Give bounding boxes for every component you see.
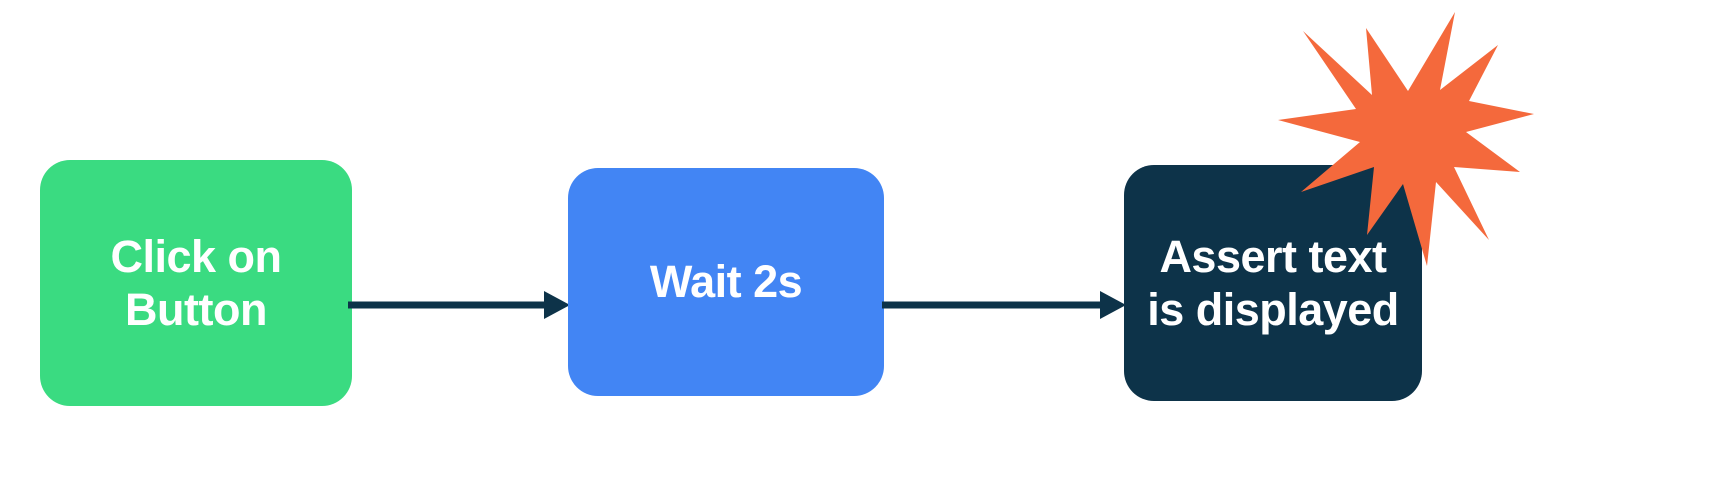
- connector-arrow-2: [882, 291, 1126, 319]
- flow-node-wait[interactable]: Wait 2s: [568, 168, 884, 396]
- arrowhead-icon: [544, 291, 570, 319]
- flow-node-label: Click on Button: [110, 230, 282, 335]
- flow-node-label: Assert text is displayed: [1147, 230, 1399, 335]
- flow-node-assert[interactable]: Assert text is displayed: [1124, 165, 1422, 401]
- connector-arrow-1: [348, 291, 570, 319]
- flow-node-click-on-button[interactable]: Click on Button: [40, 160, 352, 406]
- flow-node-label: Wait 2s: [649, 256, 803, 308]
- arrowhead-icon: [1100, 291, 1126, 319]
